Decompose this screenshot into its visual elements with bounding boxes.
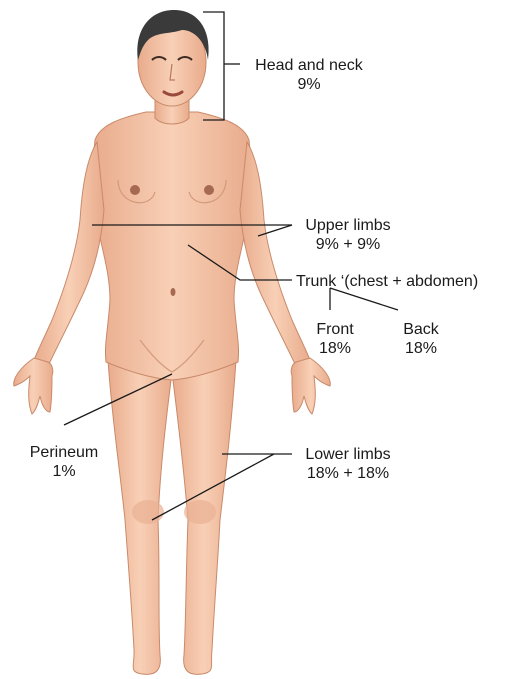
torso <box>93 112 251 380</box>
lower-limbs-value: 18% + 18% <box>296 464 400 483</box>
trunk-name: Trunk ‘(chest + abdomen) <box>296 272 518 291</box>
trunk-back-name: Back <box>394 320 448 339</box>
right-knee-shade <box>184 500 216 524</box>
right-nipple <box>204 185 214 195</box>
label-trunk: Trunk ‘(chest + abdomen) <box>296 272 518 291</box>
label-trunk-back: Back 18% <box>394 320 448 358</box>
perineum-name: Perineum <box>16 443 112 462</box>
upper-limbs-value: 9% + 9% <box>296 235 400 254</box>
lower-limbs-name: Lower limbs <box>296 445 400 464</box>
label-perineum: Perineum 1% <box>16 443 112 481</box>
trunk-front-value: 18% <box>308 339 362 358</box>
label-lower-limbs: Lower limbs 18% + 18% <box>296 445 400 483</box>
right-arm <box>240 142 310 366</box>
navel <box>171 288 176 296</box>
left-arm <box>34 142 104 366</box>
left-nipple <box>130 185 140 195</box>
label-head-neck: Head and neck 9% <box>244 56 374 94</box>
trunk-split-line <box>330 288 398 310</box>
head-neck-name: Head and neck <box>244 56 374 75</box>
left-knee-shade <box>132 500 164 524</box>
right-hand <box>291 358 330 414</box>
trunk-back-value: 18% <box>394 339 448 358</box>
label-trunk-front: Front 18% <box>308 320 362 358</box>
perineum-value: 1% <box>16 462 112 481</box>
label-upper-limbs: Upper limbs 9% + 9% <box>296 216 400 254</box>
upper-limbs-name: Upper limbs <box>296 216 400 235</box>
trunk-front-name: Front <box>308 320 362 339</box>
human-figure <box>14 18 331 674</box>
left-hand <box>14 358 53 414</box>
head-neck-value: 9% <box>244 75 374 94</box>
